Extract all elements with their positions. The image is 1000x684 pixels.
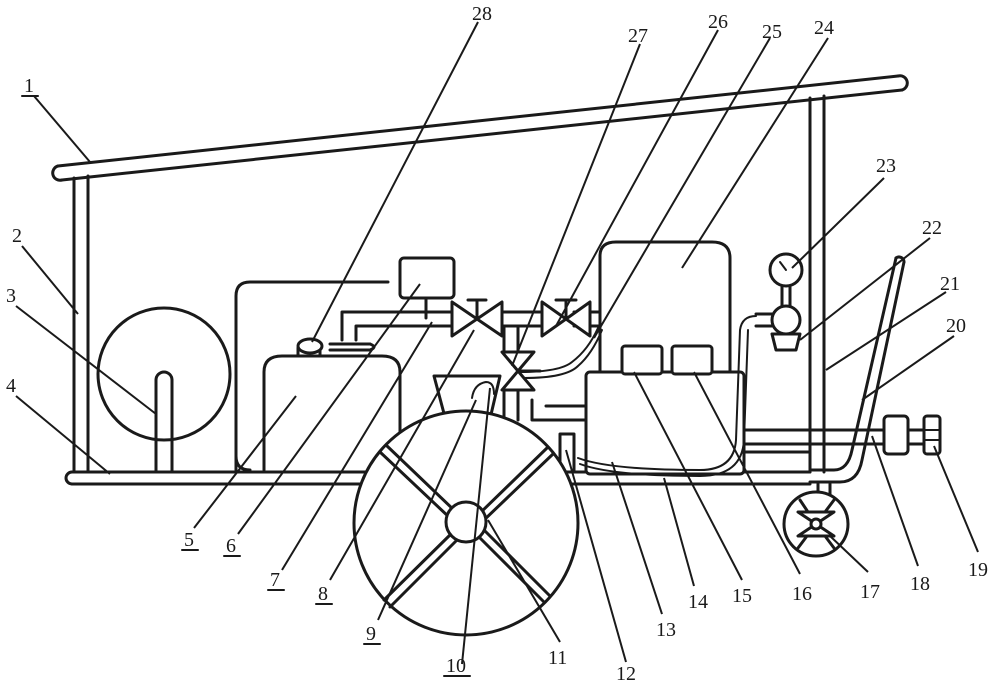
labels: 1 2 3 4 5 6 7 8 9 10 11 12 13 14 15 16 1… (6, 3, 988, 684)
coupling (882, 414, 942, 456)
label-10: 10 (446, 655, 466, 677)
right-post (808, 94, 826, 474)
filter (754, 304, 802, 352)
label-13: 13 (656, 619, 676, 641)
label-14: 14 (688, 591, 708, 613)
label-19: 19 (968, 559, 988, 581)
tank-housing (234, 280, 390, 472)
label-20: 20 (946, 315, 966, 337)
label-21: 21 (940, 273, 960, 295)
bracket (558, 432, 576, 474)
second-valve (540, 298, 592, 338)
control-box (398, 256, 456, 320)
label-18: 18 (910, 573, 930, 595)
first-valve (450, 298, 504, 338)
pump-inlet-pipe (530, 398, 588, 422)
roof-beam (51, 74, 909, 182)
label-28: 28 (472, 3, 492, 25)
label-9: 9 (366, 623, 376, 645)
left-post (72, 174, 90, 474)
label-16: 16 (792, 583, 812, 605)
outlet-pipe (742, 428, 888, 454)
pump-component-right (670, 344, 714, 376)
label-1: 1 (24, 75, 34, 97)
label-12: 12 (616, 663, 636, 684)
hose-reel (96, 306, 232, 474)
label-15: 15 (732, 585, 752, 607)
label-5: 5 (184, 529, 194, 551)
label-11: 11 (548, 647, 567, 669)
pump-component-left (620, 344, 664, 376)
engine-housing (598, 240, 732, 432)
label-23: 23 (876, 155, 896, 177)
label-22: 22 (922, 217, 942, 239)
small-wheel (782, 490, 850, 558)
leader-lines (15, 21, 979, 665)
vertical-valve (500, 324, 542, 422)
label-25: 25 (762, 21, 782, 43)
large-wheel (352, 409, 580, 637)
label-7: 7 (270, 569, 280, 591)
pressure-gauge (768, 252, 804, 308)
label-3: 3 (6, 285, 16, 307)
label-2: 2 (12, 225, 22, 247)
label-4: 4 (6, 375, 16, 397)
label-27: 27 (628, 25, 648, 47)
label-24: 24 (814, 17, 834, 39)
label-26: 26 (708, 11, 728, 33)
fuel-tank (262, 337, 402, 472)
label-6: 6 (226, 535, 236, 557)
label-8: 8 (318, 583, 328, 605)
label-17: 17 (860, 581, 880, 603)
label-underlines (21, 95, 471, 677)
flexible-hose (519, 327, 603, 379)
